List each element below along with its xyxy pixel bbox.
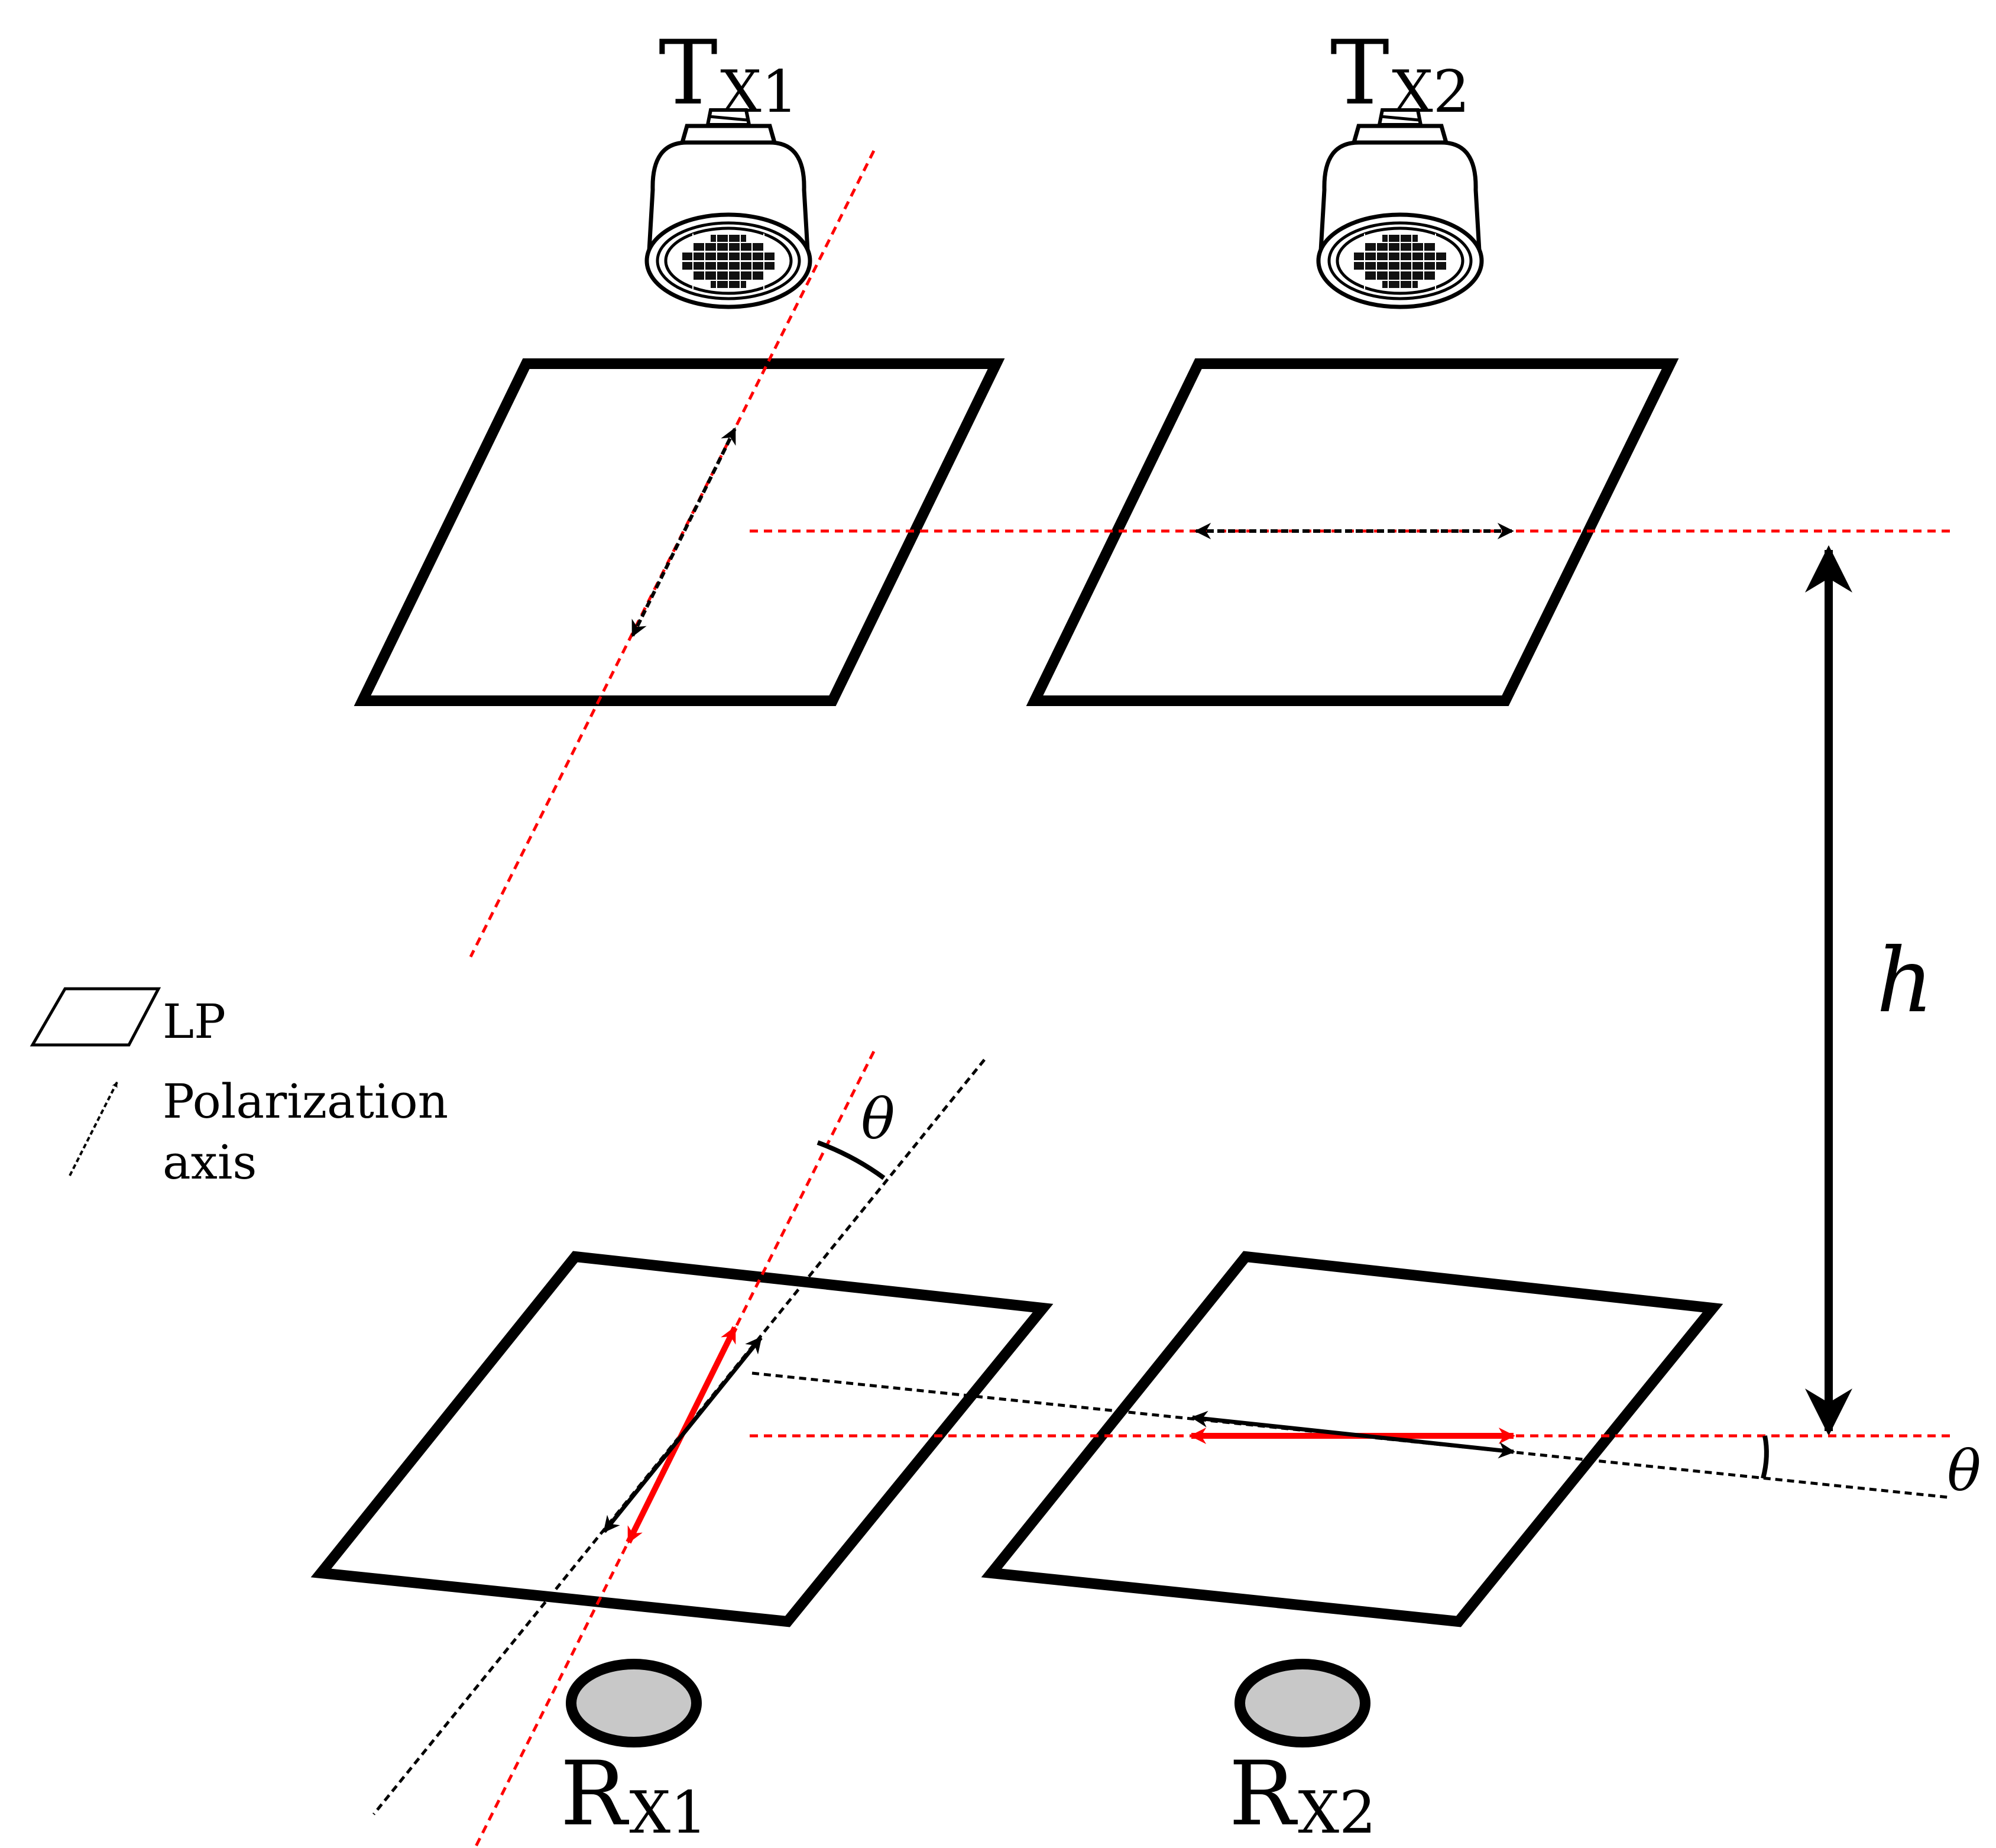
- theta-label-1: θ: [861, 1087, 895, 1152]
- rx1-reference-axis: [473, 1050, 876, 1848]
- transmitter-1: TX1: [647, 22, 810, 307]
- theta-arc-2: [1761, 1435, 1769, 1480]
- receiver-2-label: RX2: [1229, 1743, 1376, 1847]
- top-polarization-axis-1: [631, 427, 737, 637]
- legend-polarizer-icon: [30, 987, 161, 1047]
- rx2-black-polarization-arrow: [1191, 1410, 1515, 1459]
- transmitter-1-label: TX1: [659, 22, 798, 126]
- legend-axis-label-line2: axis: [163, 1135, 257, 1190]
- legend-axis-label-line1: Polarization: [163, 1074, 448, 1129]
- legend-polarizer-label: LP: [163, 994, 226, 1049]
- receiver-1: RX1: [560, 1659, 708, 1847]
- photodetector-icon: [1234, 1659, 1370, 1747]
- theta-label-2: θ: [1947, 1439, 1981, 1504]
- receiver-2: RX2: [1229, 1659, 1376, 1847]
- rx1-black-polarization-arrow: [602, 1336, 763, 1533]
- transmitter-2-label: TX2: [1330, 22, 1470, 126]
- photodetector-icon: [566, 1659, 702, 1747]
- receiver-1-label: RX1: [560, 1743, 707, 1847]
- led-lamp-icon: [647, 110, 810, 307]
- height-label: h: [1877, 930, 1934, 1033]
- legend-axis-icon: [69, 1082, 118, 1176]
- led-lamp-icon: [1318, 110, 1482, 307]
- bottom-polarizer-1: [310, 1251, 1054, 1627]
- transmitter-2: TX2: [1318, 22, 1482, 307]
- theta-arc-1: [816, 1140, 886, 1180]
- bottom-polarizer-2: [981, 1251, 1723, 1627]
- top-polarizer-2: [1026, 358, 1679, 706]
- top-polarizer-1: [354, 358, 1005, 706]
